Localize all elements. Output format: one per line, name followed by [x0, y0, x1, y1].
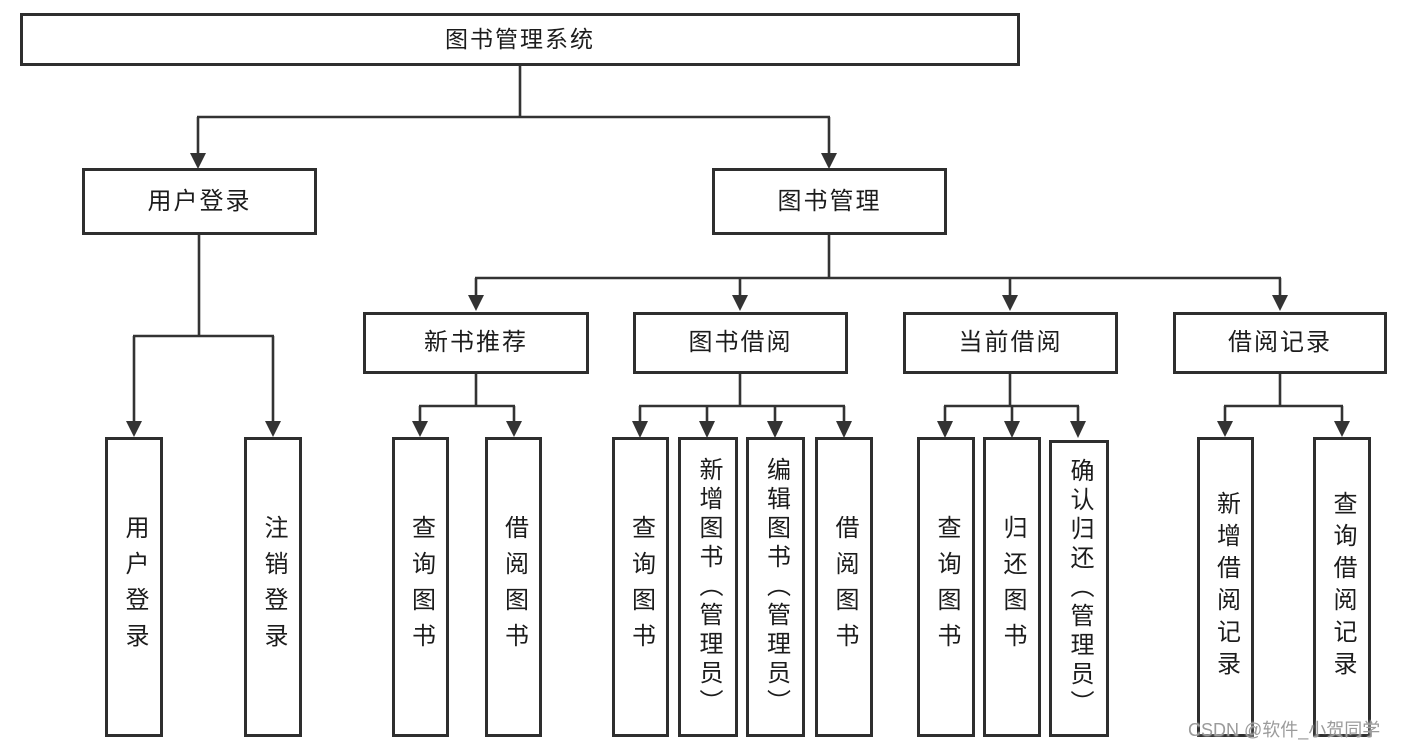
connector-records-to-leaves [1217, 374, 1350, 437]
leaf-confirm-return-admin: 确认归还（管理员） [1049, 440, 1109, 737]
leaf-add-book-admin: 新增图书（管理员） [678, 437, 738, 737]
leaf-query-books: 查询图书 [612, 437, 669, 737]
connector-root-to-level2 [190, 66, 837, 169]
connector-user-login-to-leaves [126, 235, 281, 437]
node-label: 查询图书 [627, 515, 655, 659]
node-label: 新增图书（管理员） [695, 456, 722, 718]
node-book-management: 图书管理 [712, 168, 947, 235]
node-label: 借阅图书 [500, 515, 528, 659]
node-label: 确认归还（管理员） [1066, 458, 1093, 719]
node-label: 注销登录 [260, 515, 287, 659]
node-label: 新增借阅记录 [1212, 491, 1240, 683]
node-label: 用户登录 [121, 515, 148, 659]
leaf-return-books: 归还图书 [983, 437, 1041, 737]
leaf-query-books: 查询图书 [392, 437, 449, 737]
node-label: 查询借阅记录 [1329, 491, 1356, 683]
node-label: 查询图书 [407, 515, 435, 659]
node-label: 图书借阅 [688, 329, 793, 356]
node-label: 图书管理 [777, 187, 882, 215]
csdn-watermark: CSDN @软件_小贺同学 [1188, 720, 1381, 740]
node-label: 当前借阅 [958, 329, 1063, 356]
leaf-query-borrow-record: 查询借阅记录 [1313, 437, 1371, 737]
connector-book-management-to-level3 [468, 235, 1288, 311]
node-user-login: 用户登录 [82, 168, 317, 235]
node-label: 编辑图书（管理员） [762, 456, 790, 718]
node-borrowing-records: 借阅记录 [1173, 312, 1387, 374]
node-library-management-system: 图书管理系统 [20, 13, 1020, 66]
node-label: 图书管理系统 [445, 26, 595, 52]
connector-borrowing-to-leaves [632, 374, 852, 438]
node-label: 归还图书 [999, 515, 1026, 659]
node-label: 借阅图书 [831, 515, 858, 659]
leaf-edit-book-admin: 编辑图书（管理员） [746, 437, 805, 737]
leaf-borrow-books: 借阅图书 [485, 437, 542, 737]
node-label: 新书推荐 [424, 329, 528, 356]
node-book-borrowing: 图书借阅 [633, 312, 848, 374]
leaf-user-login: 用户登录 [105, 437, 163, 737]
node-label: 用户登录 [147, 187, 252, 215]
leaf-query-books: 查询图书 [917, 437, 975, 737]
leaf-add-borrow-record: 新增借阅记录 [1197, 437, 1254, 737]
node-label: 借阅记录 [1228, 329, 1332, 356]
node-current-borrowing: 当前借阅 [903, 312, 1118, 374]
connector-recommend-to-leaves [412, 374, 522, 437]
leaf-logout: 注销登录 [244, 437, 302, 737]
node-label: 查询图书 [933, 515, 960, 659]
node-new-book-recommendation: 新书推荐 [363, 312, 589, 374]
connector-current-to-leaves [937, 374, 1086, 438]
leaf-borrow-books: 借阅图书 [815, 437, 873, 737]
